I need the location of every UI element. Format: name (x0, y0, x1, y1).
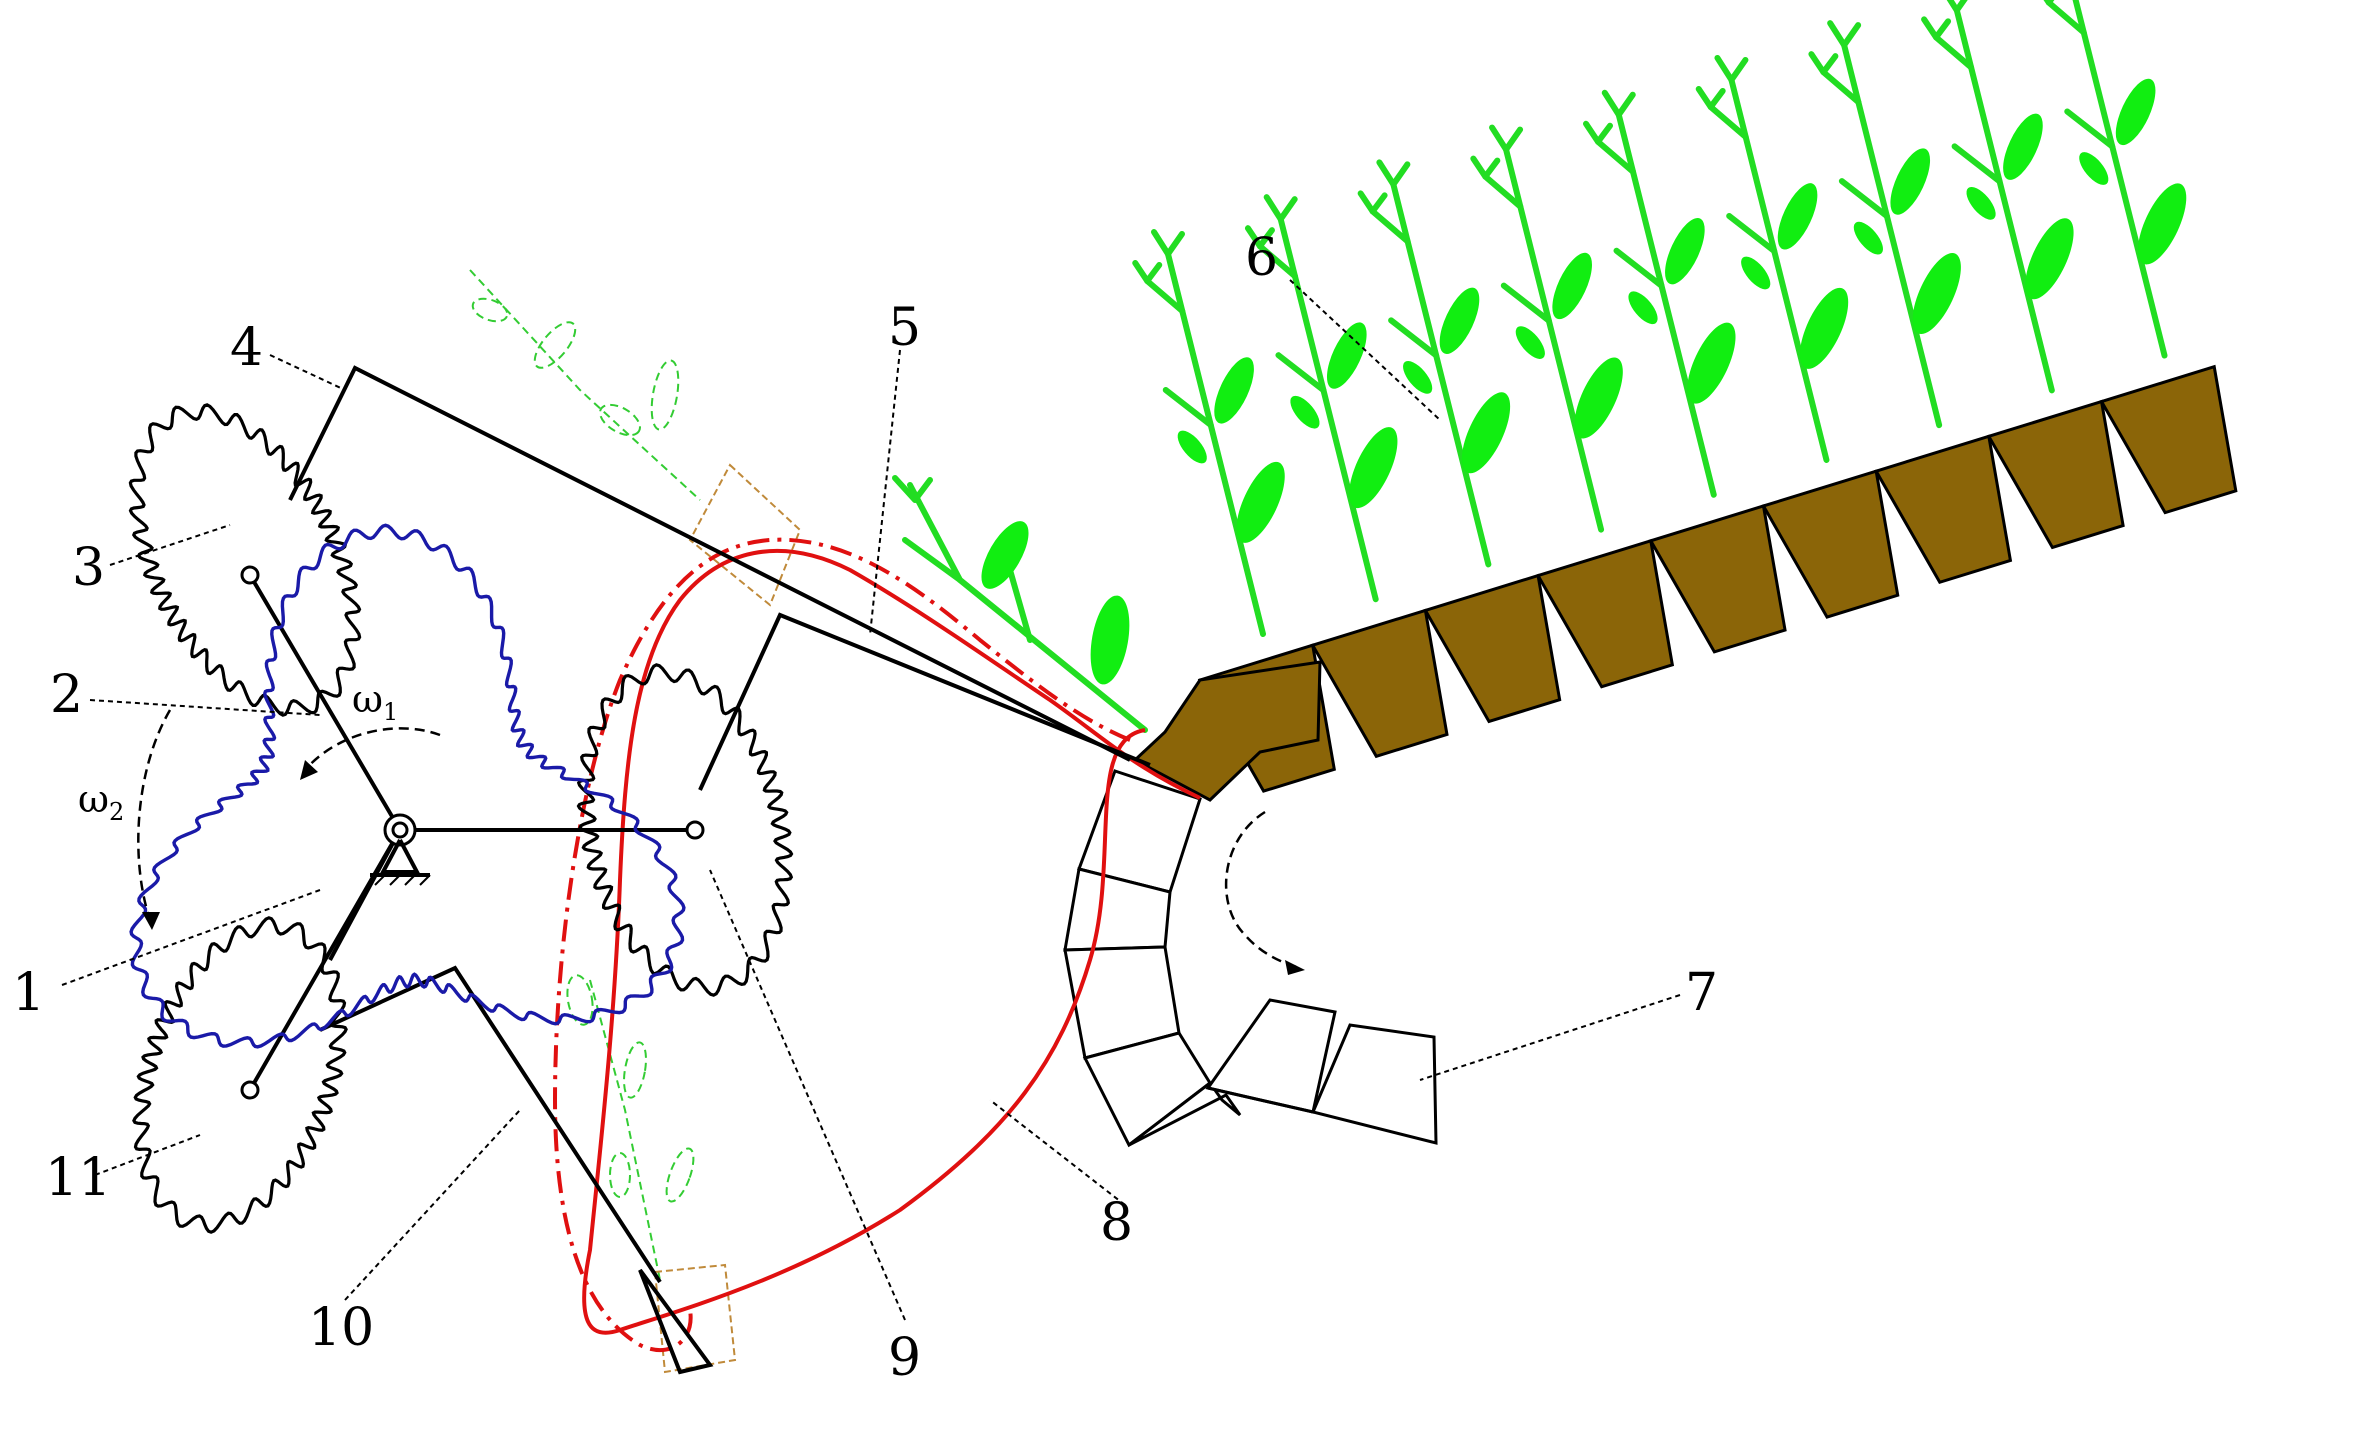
pot-chain-arrowhead (1285, 960, 1305, 975)
seedling (1921, 0, 2074, 394)
trajectory-8 (582, 549, 1201, 1335)
seedling-pot-conveyor (1132, 364, 2238, 802)
empty-pot-chain (1063, 769, 1438, 1148)
label-2: 2 (50, 665, 83, 725)
label-1: 1 (12, 963, 45, 1023)
label-7: 7 (1685, 963, 1718, 1023)
seedling (1470, 124, 1623, 533)
seedling-pot (2099, 364, 2238, 515)
pivot-inner (391, 821, 409, 839)
noncircular-gear-11 (132, 916, 348, 1234)
ghost-jaw-upper (688, 463, 802, 607)
seedling-pot (1132, 660, 1322, 802)
seedling-pot (1423, 573, 1562, 724)
picked-seedling (892, 475, 1148, 733)
label-4: 4 (230, 318, 263, 378)
omega2-label: ω2 (78, 777, 124, 826)
omega2-arrow (137, 709, 172, 921)
empty-pot (1128, 1080, 1242, 1147)
seedling-pot (1535, 538, 1675, 689)
pot-chain-rotation-arrow (1224, 810, 1301, 970)
gear-9-center (685, 820, 705, 840)
seedling-pot (1648, 504, 1787, 654)
ghost-seedling-lower (566, 974, 695, 1281)
trajectory-10 (552, 537, 1131, 1352)
empty-pot (1310, 1023, 1438, 1145)
label-9: 9 (888, 1328, 921, 1388)
empty-pot-edge (1207, 1086, 1314, 1114)
omega2-arrowhead (142, 912, 160, 930)
seedling (1244, 194, 1398, 603)
fixed-pivot-support (370, 813, 431, 886)
seedling (1357, 159, 1511, 568)
planting-arm-4 (288, 365, 1131, 762)
noncircular-gear-3 (128, 403, 362, 717)
label-6: 6 (1245, 228, 1278, 288)
gear-train (128, 403, 794, 1234)
sun-gear-2 (129, 523, 686, 1049)
ghost-seedling-upper (469, 269, 701, 501)
carrier-link-extra (328, 829, 402, 961)
leader-lines (61, 279, 1681, 1321)
seedling (2043, 0, 2187, 359)
noncircular-gear-9 (576, 663, 794, 997)
frame-arms (248, 365, 1151, 1375)
planting-arm-5 (698, 612, 1151, 791)
label-5: 5 (888, 298, 921, 358)
seedling (1695, 54, 1849, 463)
gear-11-center (240, 1080, 260, 1100)
label-8: 8 (1100, 1193, 1133, 1253)
seedling (1132, 229, 1285, 637)
seedling-pot (1873, 434, 2013, 585)
seedlings (1132, 0, 2187, 637)
seedling-pot (1761, 469, 1900, 619)
planting-arm-lower (319, 965, 662, 1284)
seedling-pot (1986, 399, 2125, 550)
omega1-label: ω1 (352, 677, 398, 726)
omega1-arrow (304, 727, 441, 771)
support-triangle (379, 839, 421, 874)
planting-claw-tip (638, 1268, 714, 1375)
seedling (1808, 20, 1961, 429)
gear-3-center (240, 565, 260, 585)
label-10: 10 (308, 1298, 374, 1358)
seedling (1583, 89, 1736, 498)
label-11: 11 (45, 1148, 111, 1208)
seedling-pot (1310, 608, 1449, 759)
label-3: 3 (72, 538, 105, 598)
carrier-link-upper (248, 573, 402, 832)
ghost-jaw-lower (653, 1263, 737, 1374)
omega1-arrowhead (300, 760, 318, 780)
